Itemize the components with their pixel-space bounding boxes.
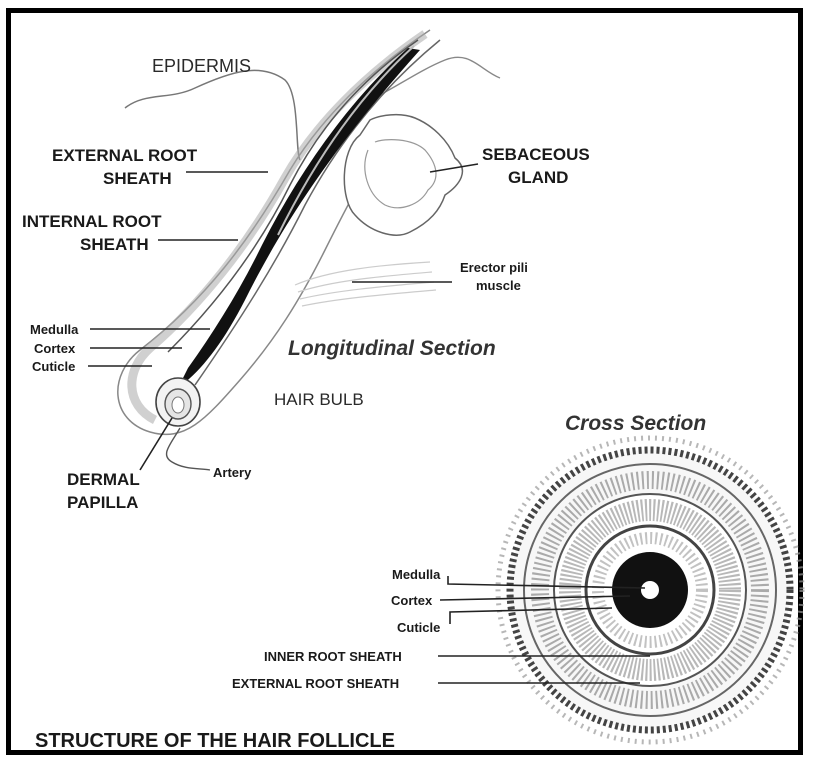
erector-pili-label-1: Erector pili — [460, 260, 528, 275]
epidermis-label: EPIDERMIS — [152, 56, 251, 76]
medulla-label: Medulla — [30, 322, 79, 337]
dermal-papilla-label-1: DERMAL — [67, 470, 140, 489]
cortex-label: Cortex — [34, 341, 76, 356]
cross-section-heading: Cross Section — [565, 412, 706, 435]
artery-label: Artery — [213, 465, 252, 480]
longitudinal-section-heading: Longitudinal Section — [288, 337, 496, 360]
dermal-papilla-label-2: PAPILLA — [67, 493, 138, 512]
cross-cuticle-label: Cuticle — [397, 620, 440, 635]
cross-cortex-label: Cortex — [391, 593, 433, 608]
cross-inner-root-sheath-label: INNER ROOT SHEATH — [264, 649, 402, 664]
erector-pili-label-2: muscle — [476, 278, 521, 293]
cross-medulla-label: Medulla — [392, 567, 441, 582]
sebaceous-gland-shape — [344, 115, 462, 235]
leader-dermal-papilla — [140, 418, 172, 470]
cross-medulla — [641, 581, 659, 599]
dermal-papilla-core — [172, 397, 184, 413]
sebaceous-label-2: GLAND — [508, 168, 568, 187]
internal-root-sheath-label-1: INTERNAL ROOT — [22, 212, 162, 231]
diagram-title: STRUCTURE OF THE HAIR FOLLICLE — [35, 730, 395, 752]
sebaceous-label-1: SEBACEOUS — [482, 145, 590, 164]
hair-bulb-label: HAIR BULB — [274, 390, 364, 409]
cross-section-drawing — [438, 438, 802, 742]
external-root-sheath-label-2: SHEATH — [103, 169, 172, 188]
cross-external-root-sheath-label: EXTERNAL ROOT SHEATH — [232, 676, 399, 691]
cuticle-label: Cuticle — [32, 359, 75, 374]
external-root-sheath-label-1: EXTERNAL ROOT — [52, 146, 198, 165]
internal-root-sheath-label-2: SHEATH — [80, 235, 149, 254]
